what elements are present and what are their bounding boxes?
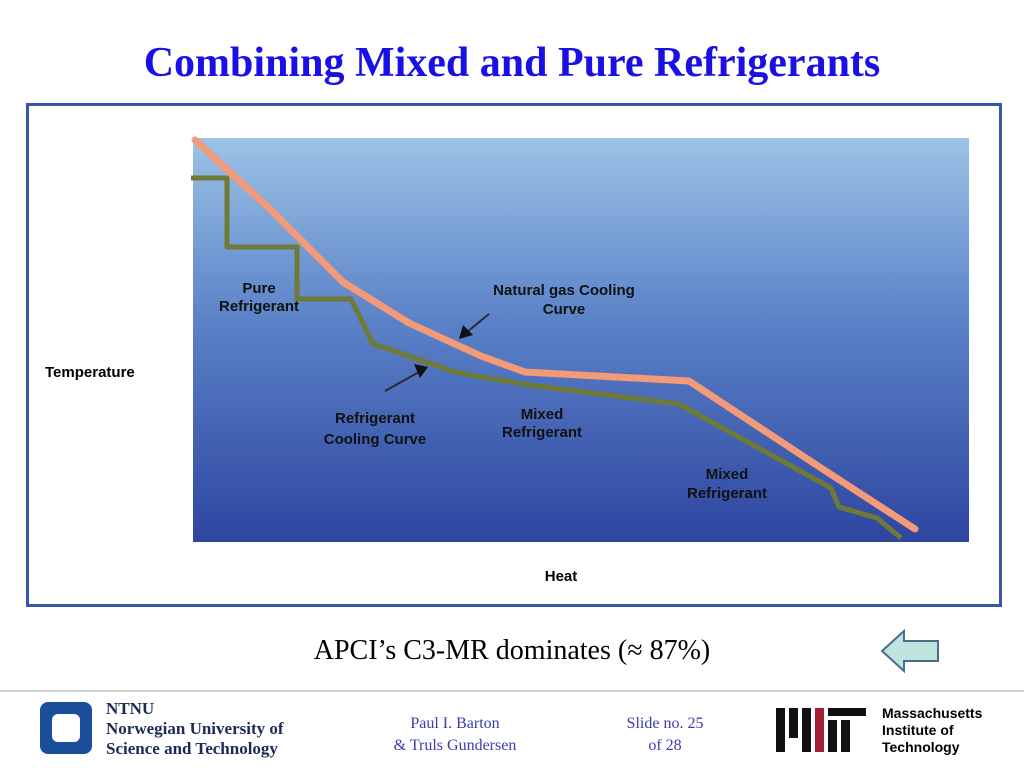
author-credit: Paul I. Barton & Truls Gundersen (370, 713, 540, 757)
pure-refrigerant-label-line2: Refrigerant (219, 298, 299, 315)
refrigerant-cooling-label-line2: Cooling Curve (324, 431, 427, 448)
left-arrow-icon[interactable] (880, 628, 942, 674)
mixed-refrigerant-label-1-line2: Refrigerant (502, 424, 582, 441)
cooling-curve-diagram: Temperature Heat Pure Refrigerant Natura… (45, 136, 969, 585)
footer-divider (0, 690, 1024, 692)
author-line1: Paul I. Barton (410, 715, 500, 732)
mit-logo-icon (776, 708, 866, 752)
pure-refrigerant-label-line1: Pure (242, 280, 275, 297)
mixed-refrigerant-label-1-line1: Mixed (521, 406, 564, 423)
natural-gas-pointer-arrow (459, 313, 490, 339)
natural-gas-label-line1: Natural gas Cooling (493, 282, 635, 299)
slide-number-line1: Slide no. 25 (626, 715, 704, 732)
y-axis-label: Temperature (45, 364, 135, 381)
mit-line1: Massachusetts (882, 705, 983, 721)
x-axis-label: Heat (545, 568, 578, 585)
plot-area (193, 138, 969, 542)
mit-name: Massachusetts Institute of Technology (882, 705, 982, 756)
refrigerant-pointer-arrow (384, 364, 428, 392)
cooling-curve-figure: Temperature Heat Pure Refrigerant Natura… (26, 103, 1002, 607)
natural-gas-cooling-curve (191, 136, 919, 533)
ntnu-name: NTNU Norwegian University of Science and… (106, 699, 284, 759)
refrigerant-cooling-label-line1: Refrigerant (335, 410, 415, 427)
ntnu-line1: Norwegian University of (106, 719, 284, 738)
ntnu-logo-icon (40, 702, 92, 754)
mixed-refrigerant-label-2-line1: Mixed (706, 466, 749, 483)
slide-title: Combining Mixed and Pure Refrigerants (143, 40, 881, 86)
mixed-refrigerant-label-2-line2: Refrigerant (687, 485, 767, 502)
author-line2: & Truls Gundersen (393, 737, 517, 754)
mit-line3: Technology (882, 739, 960, 755)
slide-number-line2: of 28 (648, 737, 682, 754)
slide-subtitle: APCI’s C3-MR dominates (≈ 87%) (313, 635, 711, 666)
ntnu-short: NTNU (106, 699, 155, 718)
natural-gas-label-line2: Curve (543, 301, 586, 318)
refrigerant-cooling-curve (191, 175, 903, 540)
slide-number: Slide no. 25 of 28 (605, 713, 725, 757)
ntnu-line2: Science and Technology (106, 739, 278, 758)
mit-line2: Institute of (882, 722, 954, 738)
